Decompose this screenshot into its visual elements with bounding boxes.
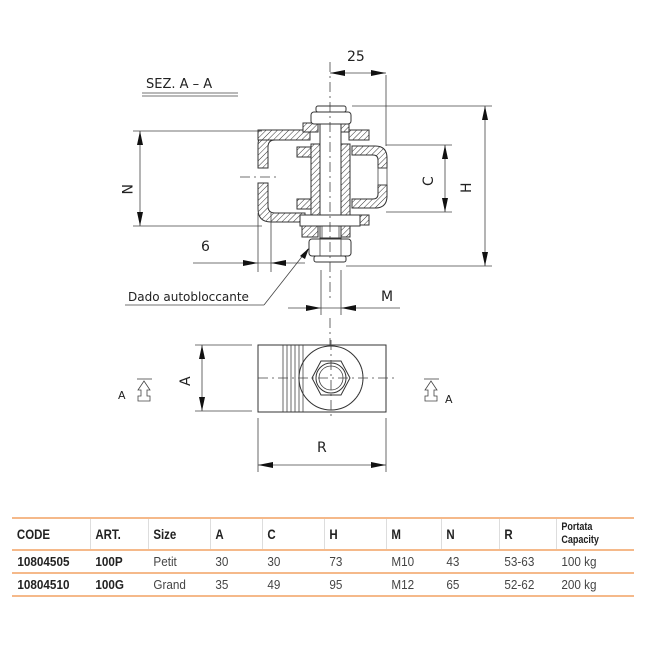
col-header-h: H xyxy=(323,518,375,550)
svg-text:A: A xyxy=(178,376,194,386)
svg-text:N: N xyxy=(118,184,134,194)
dimension-R: R xyxy=(257,418,387,472)
col-header-c: C xyxy=(261,518,313,550)
svg-text:Dado autobloccante: Dado autobloccante xyxy=(128,290,249,304)
svg-text:C: C xyxy=(421,176,437,186)
svg-text:A: A xyxy=(118,389,126,402)
cell-m: M12 xyxy=(391,577,415,592)
col-header-n: N xyxy=(440,518,489,550)
cell-code: 10804505 xyxy=(17,554,70,569)
specification-table: CODE ART. Size A C H M N R Portata Capac… xyxy=(12,517,634,597)
cell-a: 30 xyxy=(215,554,229,569)
col-header-size: Size xyxy=(147,518,199,550)
capacity-label-it: Portata xyxy=(561,521,593,533)
section-marker-left: A xyxy=(118,378,152,402)
dimension-25: 25 xyxy=(330,49,387,146)
col-header-m: M xyxy=(385,518,432,550)
cell-code: 10804510 xyxy=(17,577,70,592)
cell-r: 53-63 xyxy=(504,554,535,569)
svg-text:A: A xyxy=(445,393,453,406)
svg-text:M: M xyxy=(381,289,393,305)
cell-n: 43 xyxy=(446,554,460,569)
cell-h: 95 xyxy=(329,577,343,592)
cell-size: Grand xyxy=(153,577,186,592)
col-header-code: CODE xyxy=(16,526,51,542)
svg-text:R: R xyxy=(317,440,327,456)
svg-text:SEZ. A – A: SEZ. A – A xyxy=(146,77,212,92)
right-channel xyxy=(351,145,388,169)
col-header-capacity: Portata Capacity xyxy=(555,518,620,550)
cell-size: Petit xyxy=(153,554,177,569)
dimension-M: M xyxy=(288,270,400,345)
section-title: SEZ. A – A xyxy=(142,77,238,97)
cell-h: 73 xyxy=(329,554,343,569)
col-header-r: R xyxy=(498,518,546,550)
dimension-6: 6 xyxy=(193,213,305,272)
cell-n: 65 xyxy=(446,577,460,592)
cell-c: 30 xyxy=(267,554,281,569)
capacity-label-en: Capacity xyxy=(561,534,599,546)
table-row: 10804510 100G Grand 35 49 95 M12 65 52-6… xyxy=(12,573,634,596)
table-row: 10804505 100P Petit 30 30 73 M10 43 53-6… xyxy=(12,550,634,573)
table-header-row: CODE ART. Size A C H M N R Portata Capac… xyxy=(12,518,634,550)
section-marker-right: A xyxy=(424,378,453,406)
cell-m: M10 xyxy=(391,554,415,569)
self-locking-nut-callout[interactable]: Dado autobloccante xyxy=(125,248,309,306)
section-view xyxy=(240,62,388,300)
top-view xyxy=(257,340,395,420)
cell-a: 35 xyxy=(215,577,229,592)
col-header-art: ART. xyxy=(89,518,138,550)
col-header-a: A xyxy=(209,518,253,550)
dimension-N: N xyxy=(118,130,262,227)
svg-text:25: 25 xyxy=(347,49,365,65)
cell-r: 52-62 xyxy=(504,577,535,592)
svg-text:6: 6 xyxy=(201,239,210,255)
cell-art: 100P xyxy=(95,554,123,569)
dimension-C: C xyxy=(386,144,452,213)
cell-capacity: 200 kg xyxy=(561,577,597,592)
dimension-H: H xyxy=(346,105,492,267)
svg-text:H: H xyxy=(459,182,475,193)
cell-c: 49 xyxy=(267,577,281,592)
technical-drawing: SEZ. A – A xyxy=(118,49,492,472)
dimension-A: A xyxy=(178,344,252,412)
cell-art: 100G xyxy=(95,577,125,592)
cell-capacity: 100 kg xyxy=(561,554,597,569)
